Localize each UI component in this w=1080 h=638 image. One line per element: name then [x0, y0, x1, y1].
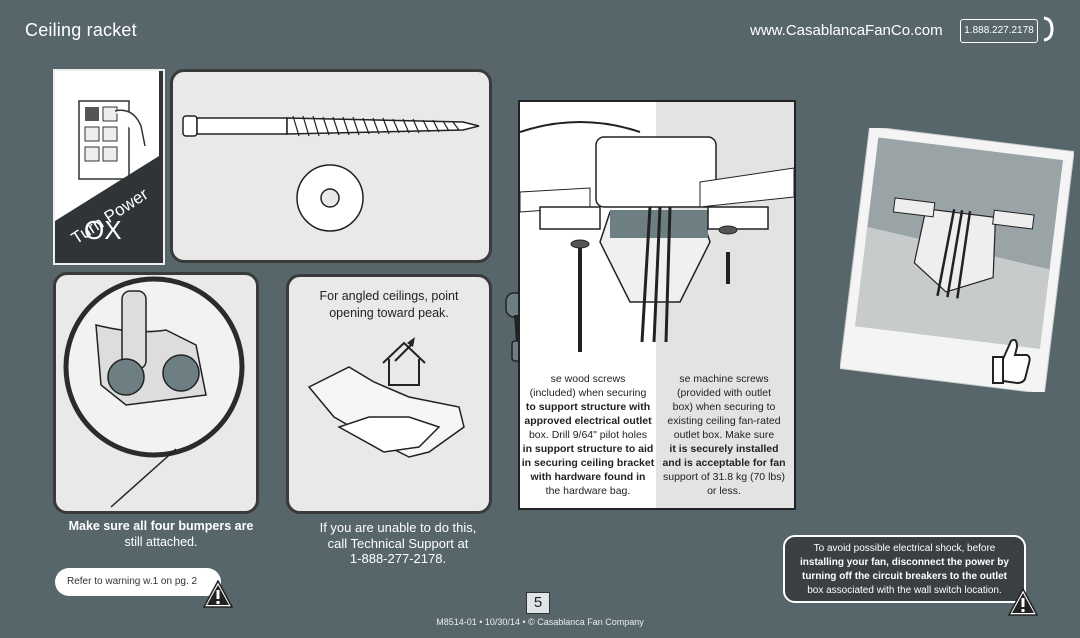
mounting-illustration: se wood screws (included) when securing …	[518, 100, 796, 510]
warning-icon	[203, 580, 233, 608]
angled-ceiling-caption: For angled ceilings, point opening towar…	[319, 289, 459, 320]
thumbs-up-icon	[992, 338, 1031, 385]
warning-reference[interactable]: Refer to warning w.1 on pg. 2	[55, 568, 221, 596]
outlet-box-illustration	[520, 102, 794, 508]
wood-screw-instructions: se wood screws (included) when securing …	[521, 373, 655, 497]
bracket-panel	[286, 274, 492, 514]
page-title: Ceiling racket	[25, 20, 137, 40]
electrical-shock-warning: To avoid possible electrical shock, befo…	[783, 535, 1026, 603]
installed-bracket-photo	[840, 128, 1074, 392]
washer-icon	[296, 164, 364, 232]
bumpers-caption-bold: Make sure all four bumpers are	[68, 519, 254, 533]
phone-icon	[1043, 16, 1054, 42]
phone-number: 1.888.227.2178	[960, 19, 1038, 43]
bumper-closeup-illustration	[63, 276, 245, 508]
shock-warning-icon	[1008, 588, 1038, 616]
house-arrow-icon	[382, 337, 426, 386]
turn-power-panel	[53, 69, 165, 265]
ceiling-bracket-illustration	[307, 337, 465, 458]
website-link[interactable]: www.CasablancaFanCo.com	[750, 22, 943, 39]
page-number: 5	[526, 592, 550, 614]
power-off-symbol: OX	[84, 215, 122, 245]
turn-power-band	[55, 156, 159, 259]
bumpers-caption: still attached.	[124, 535, 198, 549]
tech-support-text: If you are unable to do this, call Techn…	[319, 520, 477, 566]
wood-screw-icon	[182, 115, 480, 137]
machine-screw-instructions: se machine screws (provided with outlet …	[662, 373, 786, 497]
hardware-panel	[170, 69, 492, 263]
bumpers-panel	[53, 272, 259, 514]
screw-washer-illustration	[182, 115, 480, 232]
footer-text: M8514-01 • 10/30/14 • © Casablanca Fan C…	[436, 617, 644, 627]
